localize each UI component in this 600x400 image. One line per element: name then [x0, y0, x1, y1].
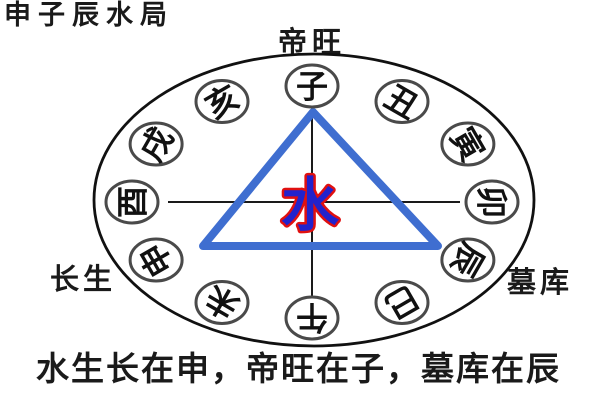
branch-circle-you — [104, 179, 160, 225]
branch-circle-wu — [284, 295, 340, 341]
branch-circle-mao — [464, 179, 520, 225]
branch-circle-yin — [440, 121, 496, 167]
branch-char-wu: 午 — [296, 298, 328, 336]
center-element-char: 水 — [281, 171, 340, 239]
label-diwang: 帝旺 — [278, 25, 347, 59]
branch-circle-hai — [194, 79, 250, 125]
label-muku: 墓库 — [507, 265, 574, 299]
branch-char-you: 酉 — [114, 186, 152, 218]
water-trine-triangle — [199, 108, 442, 250]
label-changsheng: 长生 — [50, 262, 117, 296]
branch-circle-xu — [128, 121, 184, 167]
outer-circle — [92, 52, 536, 348]
branch-circle-wei — [194, 279, 250, 325]
branch-circle-zi — [284, 63, 340, 109]
branch-circle-chen — [440, 237, 496, 283]
branch-circle-shen — [128, 237, 184, 283]
branch-circle-chou — [374, 79, 430, 125]
page-title: 申子辰水局 — [4, 0, 174, 31]
branch-char-mao: 卯 — [472, 186, 510, 218]
caption: 水生长在申，帝旺在子，墓库在辰 — [36, 349, 561, 388]
branch-char-zi: 子 — [296, 68, 328, 106]
branch-circle-si — [374, 279, 430, 325]
